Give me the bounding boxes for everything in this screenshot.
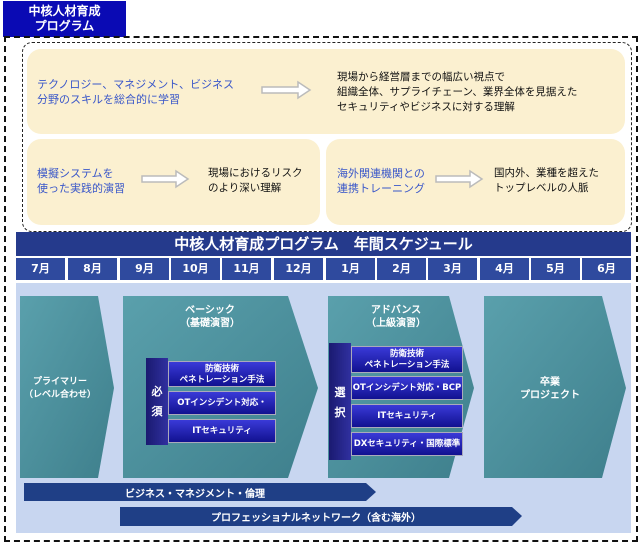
overseas-result-text: 国内外、業種を超えたトップレベルの人脈 — [494, 167, 599, 194]
required-item: OTインシデント対応・BCP — [168, 391, 276, 430]
month-cell: 9月 — [120, 258, 169, 280]
program-tag-line1: 中核人材育成 — [28, 4, 101, 18]
arrow-icon — [261, 80, 312, 100]
network-bar — [120, 507, 522, 526]
network-bar-label: プロフェッショナルネットワーク（含む海外） — [211, 513, 421, 524]
elective-item: DXセキュリティ・国際標準 — [351, 432, 463, 456]
month-cell: 10月 — [171, 258, 220, 280]
feature-box-skills — [27, 49, 625, 134]
month-cell: 4月 — [480, 258, 529, 280]
primary-label: プライマリー（レベル合わせ） — [23, 377, 96, 400]
month-cell: 7月 — [16, 258, 65, 280]
elective-item: ITセキュリティ — [351, 404, 463, 428]
highlights-frame — [22, 42, 632, 232]
skills-result-text: 現場から経営層までの幅広い視点で組織全体、サプライチェーン、業界全体を見据えたセ… — [337, 71, 578, 113]
month-cell: 3月 — [428, 258, 477, 280]
month-cell: 5月 — [531, 258, 580, 280]
required-label: 必須 — [146, 358, 168, 445]
simulation-text: 模擬システムを使った実践的演習 — [37, 167, 125, 195]
program-tag-line2: プログラム — [34, 19, 95, 33]
outer-frame — [4, 36, 638, 542]
month-cell: 6月 — [582, 258, 631, 280]
required-item: 防衛技術ペネトレーション手法 — [168, 361, 276, 387]
primary-arrow — [20, 296, 114, 478]
overseas-text: 海外関連機関との連携トレーニング — [337, 167, 425, 195]
skills-text: テクノロジー、マネジメント、ビジネス分野のスキルを総合的に学習 — [37, 78, 235, 106]
elective-item: OTインシデント対応・BCP — [351, 376, 463, 400]
business-bar-label: ビジネス・マネジメント・倫理 — [125, 489, 265, 500]
month-row: 7月 8月 9月 10月 11月 12月 1月 2月 3月 4月 5月 6月 — [16, 258, 631, 280]
simulation-result-text: 現場におけるリスクのより深い理解 — [208, 167, 303, 194]
advance-label: アドバンス（上級演習） — [366, 305, 426, 329]
month-cell: 12月 — [274, 258, 323, 280]
business-bar — [24, 483, 376, 501]
arrow-icon — [141, 169, 190, 189]
month-cell: 1月 — [326, 258, 375, 280]
graduation-arrow — [484, 296, 626, 478]
required-item: ITセキュリティ — [168, 419, 276, 443]
elective-item: 防衛技術ペネトレーション手法 — [351, 346, 463, 373]
schedule-title: 中核人材育成プログラム 年間スケジュール — [16, 232, 631, 256]
month-cell: 8月 — [68, 258, 117, 280]
program-tag: 中核人材育成 プログラム — [3, 1, 126, 37]
arrow-icon — [435, 169, 484, 189]
elective-label: 選択 — [329, 343, 351, 460]
graduation-label: 卒業プロジェクト — [520, 377, 580, 401]
basic-label: ベーシック（基礎演習） — [180, 305, 240, 329]
month-cell: 2月 — [377, 258, 426, 280]
month-cell: 11月 — [222, 258, 271, 280]
